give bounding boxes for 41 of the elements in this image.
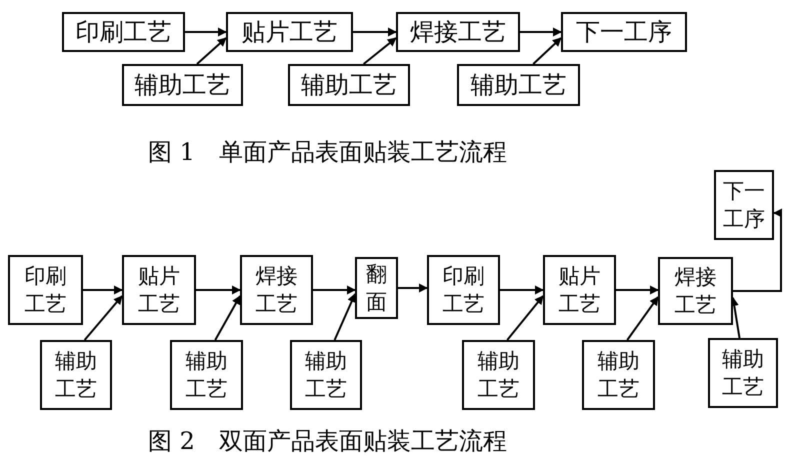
arrow <box>506 295 544 341</box>
process-box: 辅助工艺 <box>457 64 580 106</box>
arrow <box>733 208 782 292</box>
arrow <box>532 37 562 65</box>
process-box: 辅助工艺 <box>288 64 410 106</box>
process-box: 焊接工艺 <box>240 255 313 325</box>
arrow <box>214 295 241 340</box>
process-box: 贴片工艺 <box>226 12 353 52</box>
process-box: 辅助工艺 <box>40 340 112 410</box>
arrow <box>313 286 356 294</box>
process-box: 焊接工艺 <box>658 257 733 325</box>
process-box: 贴片工艺 <box>543 255 616 325</box>
process-box: 辅助工艺 <box>708 338 778 408</box>
process-box: 贴片工艺 <box>122 255 196 325</box>
process-box: 辅助工艺 <box>122 64 243 106</box>
arrow <box>185 28 227 36</box>
arrow <box>616 286 659 294</box>
process-box: 辅助工艺 <box>290 340 362 410</box>
figure-caption: 图 2 双面产品表面贴装工艺流程 <box>148 426 507 457</box>
arrow <box>196 37 227 65</box>
arrow <box>500 286 544 294</box>
figure-caption: 图 1 单面产品表面贴装工艺流程 <box>148 137 507 168</box>
process-box: 印刷工艺 <box>427 255 500 325</box>
process-box: 印刷工艺 <box>8 255 83 325</box>
process-box: 印刷工艺 <box>62 12 185 52</box>
process-box: 下一工序 <box>714 170 774 240</box>
arrow <box>398 284 428 292</box>
arrow <box>196 286 241 294</box>
arrow <box>363 37 397 65</box>
process-box: 翻面 <box>355 257 398 319</box>
process-box: 辅助工艺 <box>582 340 655 410</box>
arrow <box>83 286 123 294</box>
arrow <box>626 296 659 341</box>
process-box: 下一工序 <box>561 12 687 52</box>
arrow <box>84 295 123 341</box>
arrow <box>520 28 562 36</box>
process-box: 焊接工艺 <box>396 12 520 52</box>
arrow <box>353 28 397 36</box>
process-box: 辅助工艺 <box>462 340 535 410</box>
process-box: 辅助工艺 <box>170 340 243 410</box>
arrow <box>334 293 356 340</box>
